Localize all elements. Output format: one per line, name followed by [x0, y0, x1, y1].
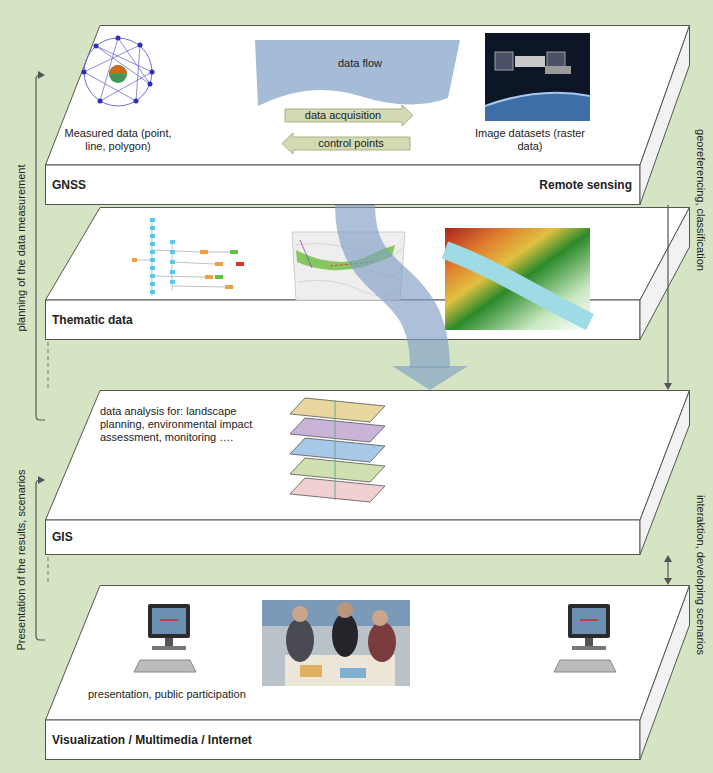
slab-top-face — [46, 391, 690, 521]
connector-line — [667, 205, 668, 383]
edge-label: georeferencing, classification — [694, 100, 707, 300]
slab-side-face — [640, 391, 690, 555]
text-slot: data acquisition — [287, 109, 399, 122]
connector-line — [36, 480, 45, 640]
layer-text: Thematic data — [52, 313, 252, 328]
arrow-head — [664, 578, 672, 585]
text-slot: GIS — [52, 530, 252, 545]
text-slot: Thematic data — [52, 313, 252, 328]
text-slot: control points — [295, 137, 407, 150]
slab-front-face — [46, 165, 641, 205]
arrow-head — [38, 71, 45, 79]
elevation-raster — [445, 228, 590, 330]
layer-text: presentation, public participation — [88, 688, 278, 701]
text-slot: Remote sensing — [492, 178, 632, 193]
satellite-photo — [485, 33, 590, 121]
connector-line — [355, 205, 430, 368]
slab-front-face — [46, 520, 641, 555]
satellite-constellation — [82, 36, 155, 107]
text-slot: Presentation of the results, scenarios — [15, 430, 29, 690]
slab-top-face — [46, 26, 690, 166]
connector — [664, 205, 672, 390]
slab-side-face — [640, 26, 690, 205]
computer-icon — [134, 604, 196, 672]
text-slot: presentation, public participation — [88, 688, 278, 701]
arrow-head — [38, 476, 45, 484]
slab-top-face — [46, 586, 690, 721]
edge-label: Presentation of the results, scenarios — [15, 430, 28, 690]
connector-line — [667, 562, 668, 578]
layer-text: Image datasets (raster data) — [465, 127, 595, 153]
layer-text: Measured data (point, line, polygon) — [53, 127, 183, 153]
workshop-photo — [262, 600, 410, 686]
computer-icon — [554, 604, 616, 672]
layer-text: Remote sensing — [492, 178, 632, 193]
layer-text: data analysis for: landscape planning, e… — [100, 405, 280, 444]
text-slot: Image datasets (raster data) — [465, 127, 595, 153]
text-slot: data flow — [300, 57, 420, 71]
text-slot: Visualization / Multimedia / Internet — [52, 733, 352, 748]
edge-label: data flow — [300, 57, 420, 70]
text-slot: Measured data (point, line, polygon) — [53, 127, 183, 153]
layer-text: Visualization / Multimedia / Internet — [52, 733, 352, 748]
dashed-guides — [48, 342, 49, 584]
text-slot: GNSS — [52, 178, 202, 193]
arrow-head — [664, 555, 672, 562]
layer-text: GNSS — [52, 178, 202, 193]
arrow-label: control points — [295, 137, 407, 150]
network-diagram — [132, 218, 244, 296]
text-slot: planning of the data measurement — [15, 133, 29, 363]
layer-text: GIS — [52, 530, 252, 545]
arrow-label: data acquisition — [287, 109, 399, 122]
layer-stack — [290, 398, 385, 502]
connector — [36, 476, 45, 640]
connector — [36, 71, 45, 420]
text-slot: georeferencing, classification — [693, 100, 707, 300]
arrow-head — [392, 366, 468, 390]
connector-line — [36, 75, 45, 420]
slab-side-face — [640, 586, 690, 760]
data-flow-band — [255, 40, 460, 106]
acquisition-arrows — [282, 105, 413, 154]
text-slot: interaktion, developing scenarios — [693, 455, 707, 695]
arrow-head — [664, 383, 672, 390]
connector — [664, 555, 672, 585]
connector — [355, 205, 468, 390]
edge-label: planning of the data measurement — [15, 133, 28, 363]
edge-label: interaktion, developing scenarios — [694, 455, 707, 695]
slab-front-face — [46, 720, 641, 760]
text-slot: data analysis for: landscape planning, e… — [100, 405, 280, 444]
slab-side-face — [640, 208, 690, 340]
